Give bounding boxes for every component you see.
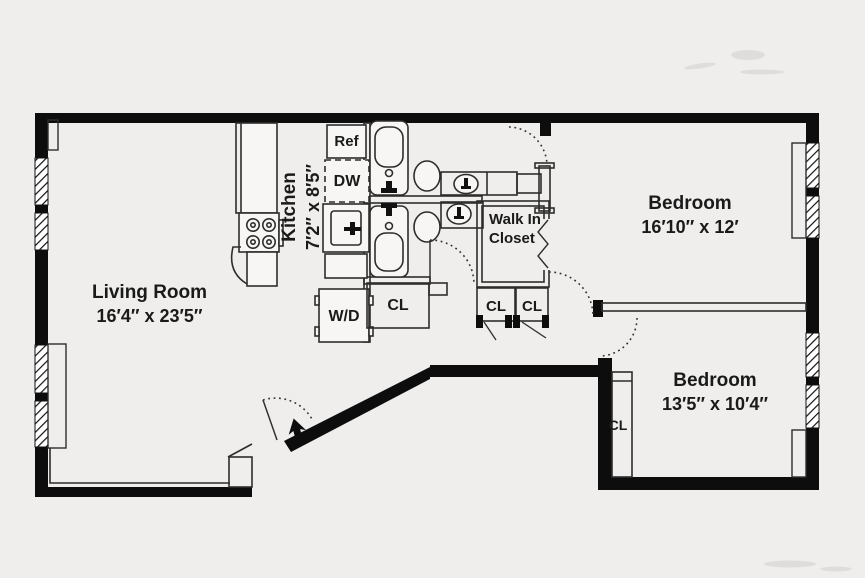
radiator bbox=[791, 142, 807, 239]
refrigerator-box bbox=[326, 124, 367, 159]
room-name: Kitchen bbox=[279, 172, 300, 242]
watermark bbox=[684, 50, 852, 572]
door-swing-arc bbox=[600, 317, 638, 357]
room-dims: 16′4″ x 23′5″ bbox=[96, 306, 203, 327]
closet-box bbox=[428, 282, 448, 296]
bathtub-icon bbox=[369, 120, 409, 196]
living-room-label: Living Room 16′4″ x 23′5″ bbox=[62, 281, 237, 328]
room-name: Living Room bbox=[91, 282, 208, 303]
toilet-icon bbox=[413, 160, 441, 192]
walk-in-closet-label: Walk In Closet bbox=[489, 211, 541, 247]
toilet-icon bbox=[413, 211, 441, 243]
stove-icon bbox=[238, 212, 284, 253]
kitchen-fixtures bbox=[230, 122, 374, 343]
window-hatch bbox=[805, 332, 820, 378]
walk-in-closet-walls bbox=[476, 200, 552, 288]
kitchen-sink-icon bbox=[322, 203, 370, 253]
bedroom-second-label: Bedroom 13′5″ x 10′4″ bbox=[625, 369, 805, 416]
room-name: Bedroom bbox=[648, 193, 732, 214]
window-hatch bbox=[805, 142, 820, 189]
kitchen-label: Kitchen 7′2″ x 8′5″ bbox=[278, 122, 325, 292]
hall-closet-left-label: CL bbox=[486, 298, 506, 315]
windows bbox=[34, 142, 820, 448]
radiator bbox=[47, 343, 67, 449]
entry-door bbox=[262, 397, 314, 441]
room-dims: 7′2″ x 8′5″ bbox=[303, 164, 324, 250]
room-dims: 13′5″ x 10′4″ bbox=[662, 394, 768, 415]
window-hatch bbox=[805, 384, 820, 429]
hall-closet-right-label: CL bbox=[522, 298, 542, 315]
accordion-door-icon bbox=[537, 219, 549, 269]
window-hatch bbox=[34, 157, 49, 206]
closet-label: CL bbox=[387, 297, 409, 314]
bedroom-closet-box bbox=[611, 371, 633, 478]
door-leaf bbox=[262, 399, 278, 441]
kitchen-counter bbox=[240, 122, 278, 214]
door-swings bbox=[262, 126, 638, 441]
bath-sink-icon bbox=[446, 203, 472, 225]
room-dims: 16′10″ x 12′ bbox=[641, 217, 739, 238]
exterior-walls bbox=[35, 113, 819, 497]
washer-dryer-label: W/D bbox=[328, 308, 360, 325]
closets bbox=[366, 200, 633, 478]
kitchen-cabinet bbox=[324, 253, 368, 279]
window-hatch bbox=[805, 195, 820, 239]
door-swing-arc bbox=[429, 239, 475, 285]
refrigerator-label: Ref bbox=[334, 133, 359, 150]
door-swing-arc bbox=[262, 397, 314, 422]
door-swing-arc bbox=[508, 126, 548, 167]
dishwasher-box bbox=[324, 159, 370, 203]
hall-closets bbox=[476, 287, 549, 341]
entry-arrow-icon bbox=[288, 418, 307, 445]
kitchen-cabinet bbox=[230, 246, 278, 287]
bathroom-door bbox=[429, 239, 475, 285]
bathroom-fixtures bbox=[369, 120, 479, 278]
closet-box bbox=[366, 282, 430, 329]
bedroom-closet-label: CL bbox=[608, 417, 628, 433]
room-name: Bedroom bbox=[673, 370, 757, 391]
window-hatch bbox=[34, 212, 49, 251]
radiator bbox=[791, 429, 807, 478]
bathtub-icon bbox=[369, 203, 409, 278]
dishwasher-label: DW bbox=[333, 173, 361, 190]
door-swing-arc bbox=[548, 271, 594, 317]
bedroom-primary-label: Bedroom 16′10″ x 12′ bbox=[600, 192, 780, 239]
window-hatch bbox=[34, 344, 49, 394]
washer-dryer-box bbox=[314, 288, 374, 343]
window-hatch bbox=[34, 400, 49, 448]
bath-sink-icon bbox=[453, 173, 479, 195]
radiators bbox=[47, 119, 807, 478]
radiator bbox=[47, 119, 59, 151]
